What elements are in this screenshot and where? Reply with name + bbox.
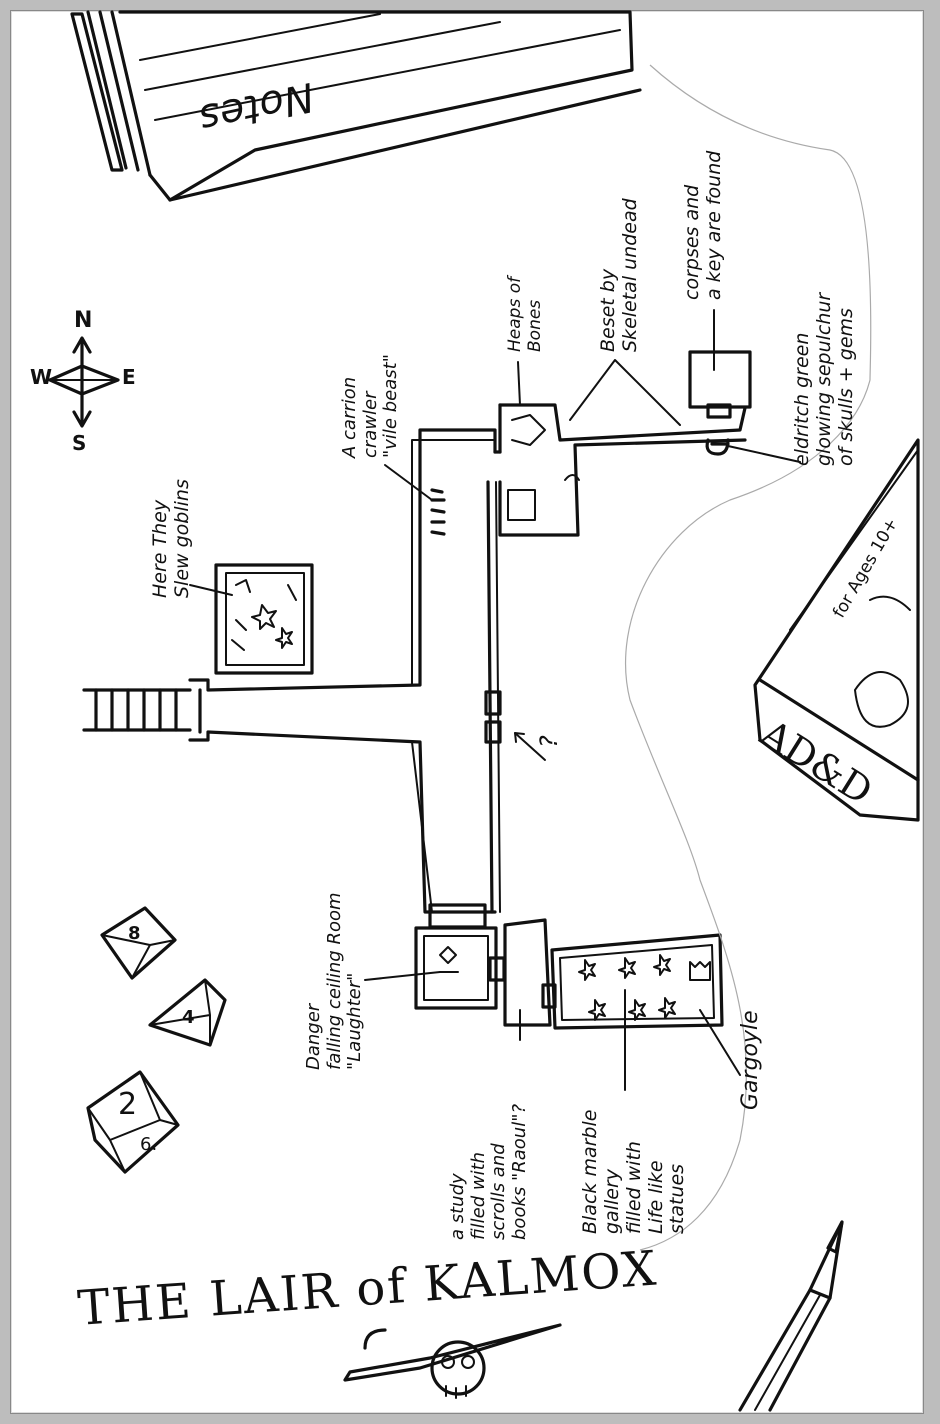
stairs-icon (82, 688, 192, 732)
sepulchur-annotation: eldritch green glowing sepulchur of skul… (791, 292, 857, 466)
goblins-annotation: Here They Slew goblins (149, 479, 193, 598)
die-d8-value: 8 (128, 923, 141, 944)
compass-east-label: E (122, 365, 136, 389)
corpses-key-annotation: corpses and a key are found (681, 150, 725, 300)
annotation-leader-lines (189, 309, 801, 1091)
notes-pad-icon (70, 10, 642, 202)
die-d6-top-value: 2 (118, 1087, 138, 1122)
die-d6-side-value: 6. (140, 1134, 158, 1155)
map-sheet (10, 10, 924, 1414)
skull-dagger-icon (343, 1323, 562, 1399)
pencil-icon (738, 1220, 844, 1412)
study-annotation: a study filled with scrolls and books "R… (447, 1103, 531, 1240)
question-mark: ? (535, 735, 563, 748)
southern-rooms (414, 903, 724, 1030)
gargoyle-annotation: Gargoyle (738, 1010, 763, 1110)
danger-room-annotation: Danger falling ceiling Room "Laughter" (303, 892, 366, 1070)
dice-group (86, 906, 227, 1174)
compass-rose-icon (48, 336, 120, 428)
carrion-crawler-annotation: A carrion crawler "vile beast" (339, 354, 402, 458)
compass-west-label: W (30, 365, 53, 389)
dungeon-corridors (188, 428, 546, 914)
bones-annotation: Heaps of Bones (505, 276, 545, 352)
goblin-room (214, 563, 314, 675)
skeletal-undead-annotation: Beset by Skeletal undead (597, 198, 641, 352)
bones-rooms (498, 350, 752, 537)
compass-north-label: N (74, 308, 93, 333)
die-d4-value: 4 (182, 1007, 195, 1028)
compass-south-label: S (72, 431, 87, 455)
adnd-box-icon (753, 438, 920, 822)
gallery-annotation: Black marble gallery filled with Life li… (579, 1109, 689, 1234)
